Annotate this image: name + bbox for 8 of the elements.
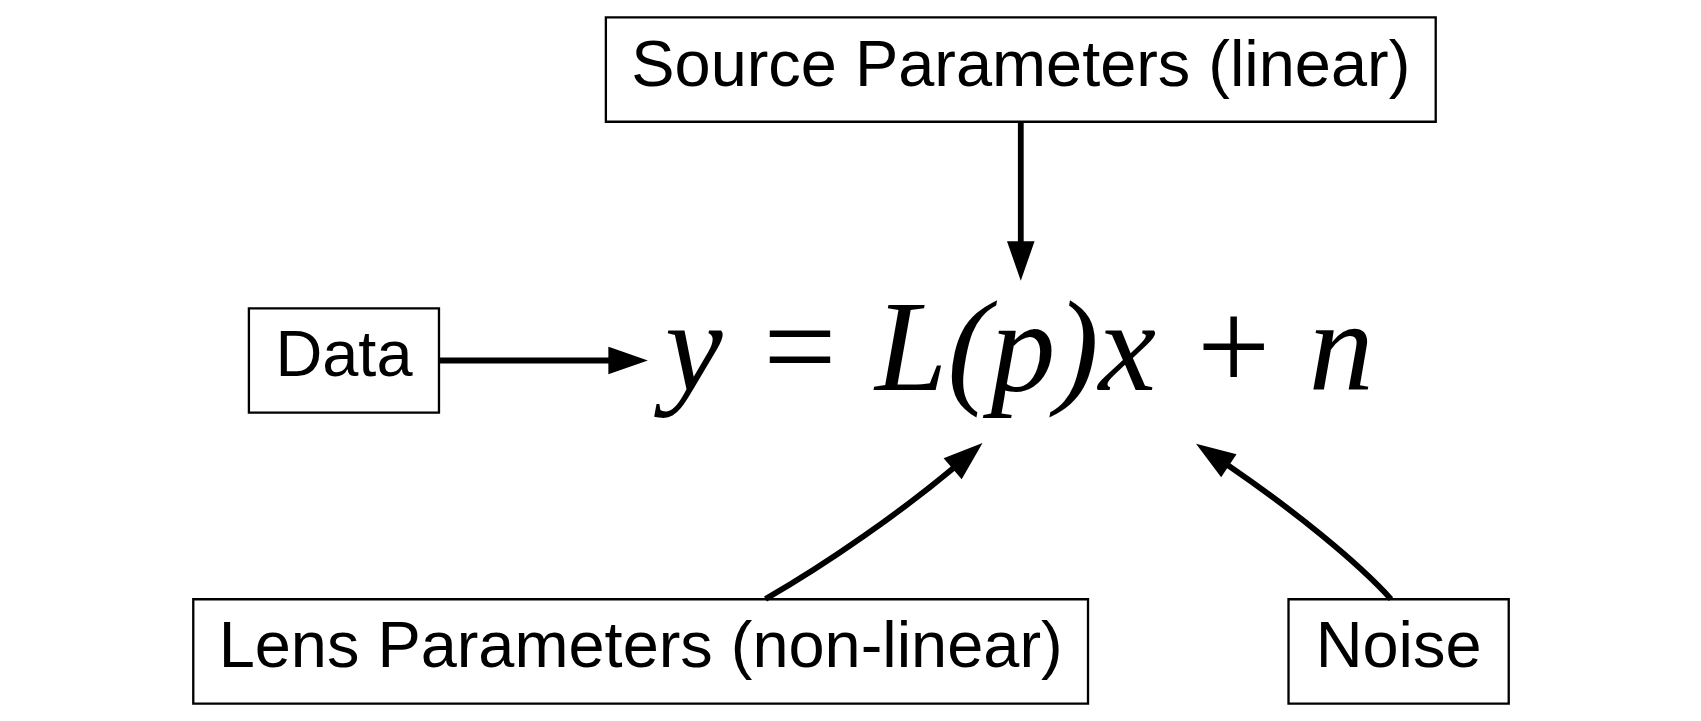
node-box: Noise [1286, 598, 1510, 705]
node-box: Lens Parameters (non-linear) [191, 598, 1089, 705]
arrow [1195, 443, 1393, 602]
arrow [763, 442, 983, 602]
arrow [438, 346, 648, 375]
node-box: Data [247, 307, 440, 414]
node-box: Source Parameters (linear) [604, 16, 1437, 123]
arrow [1006, 121, 1035, 281]
